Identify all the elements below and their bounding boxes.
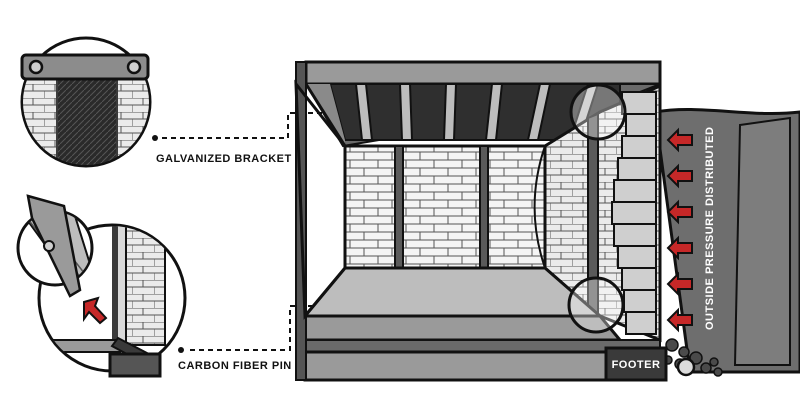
- pressure-arrows: [666, 127, 693, 333]
- carbon-fiber-pin-detail-icon: [16, 194, 94, 298]
- bracket-detail-circle: [20, 36, 152, 168]
- basement-cutaway: [294, 60, 800, 382]
- pin-detail-circle: [16, 194, 187, 378]
- footer-label: FOOTER: [612, 359, 661, 371]
- bracket-location-ring: [569, 83, 627, 141]
- bracket-label: GALVANIZED BRACKET: [156, 153, 292, 165]
- pressure-label: OUTSIDE PRESSURE DISTRIBUTED: [704, 127, 716, 330]
- pin-label: CARBON FIBER PIN: [178, 360, 292, 372]
- bracket-leader: [152, 112, 575, 141]
- pressure-arrow-icon: [83, 296, 108, 325]
- pin-location-ring: [567, 276, 625, 334]
- bracket-detail-icon: [20, 53, 150, 81]
- pin-leader: [178, 305, 575, 353]
